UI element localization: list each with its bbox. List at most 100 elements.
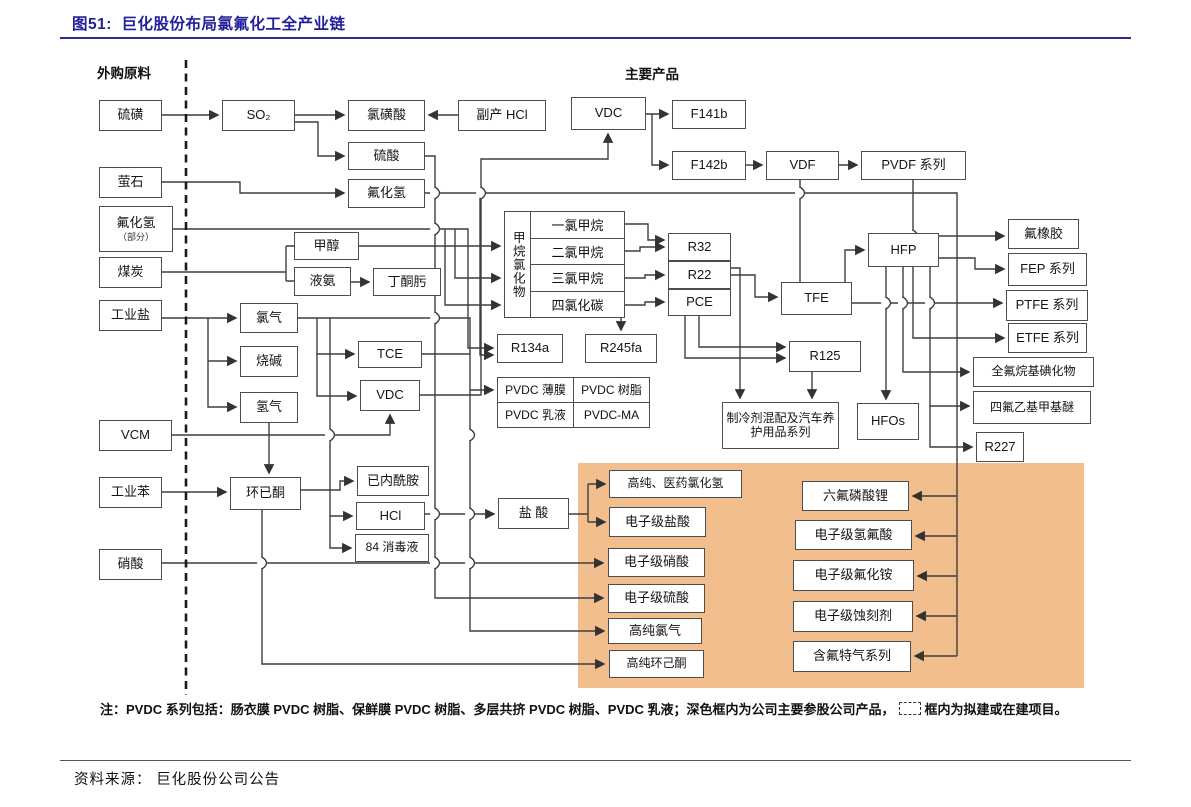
node-eg-etchant: 电子级蚀刻剂: [793, 601, 913, 632]
node-ptfe: PTFE 系列: [1006, 290, 1088, 321]
methane-chlorides-group: 甲烷氯化物 一氯甲烷 二氯甲烷 三氯甲烷 四氯化碳: [504, 211, 625, 318]
edge: [844, 244, 866, 282]
hop-mask: [476, 188, 486, 198]
source-divider: [60, 760, 1131, 761]
node-byproduct-hcl: 副产 HCl: [458, 100, 546, 131]
node-cyclohexanone: 环已酮: [230, 477, 301, 510]
node-hfp: HFP: [868, 233, 939, 267]
node-r32: R32: [668, 233, 731, 261]
node-r227: R227: [976, 432, 1024, 462]
edge: [625, 223, 666, 246]
edge: [454, 229, 502, 284]
edge: [425, 155, 605, 604]
node-tce: TCE: [358, 341, 422, 368]
hop-arc: [799, 186, 806, 200]
hop-mask: [925, 298, 935, 308]
edge: [698, 316, 787, 353]
node-mc1: 一氯甲烷: [531, 212, 624, 239]
node-hydrochloric: 盐 酸: [498, 498, 569, 529]
edge: [316, 354, 358, 402]
node-hf-part-main: 氟化氢: [116, 215, 156, 231]
hop-mask: [257, 558, 267, 568]
node-pvdc-film: PVDC 薄膜: [498, 378, 574, 403]
hop-arc: [469, 507, 476, 521]
hop-mask: [898, 298, 908, 308]
node-r245fa: R245fa: [585, 334, 657, 363]
node-mc3: 三氯甲烷: [531, 265, 624, 292]
hop-arc: [480, 186, 487, 200]
figure-title: 图51: 巨化股份布局氯氟化工全产业链: [72, 12, 346, 34]
edge: [625, 269, 666, 281]
node-chlorosulfonic: 氯磺酸: [348, 100, 425, 131]
edge: [929, 406, 974, 453]
node-etfe: ETFE 系列: [1008, 323, 1087, 353]
edge: [420, 132, 614, 396]
hop-mask: [430, 558, 440, 568]
node-hp-hcl-gas: 高纯、医药氯化氢: [609, 470, 742, 498]
node-mc2: 二氯甲烷: [531, 239, 624, 265]
header-main-products: 主要产品: [625, 67, 679, 82]
hop-mask: [430, 188, 440, 198]
node-hf-part-sub: （部分）: [117, 231, 154, 242]
edge: [939, 257, 1006, 275]
figure-label: 图51:: [72, 16, 112, 33]
node-vdc-mid: VDC: [360, 380, 420, 411]
source-line: 资料来源： 巨化股份公司公告: [74, 768, 280, 789]
hop-mask: [430, 313, 440, 323]
edge: [295, 121, 346, 162]
node-vdf: VDF: [766, 151, 839, 180]
node-f142b: F142b: [672, 151, 746, 180]
edge: [329, 318, 354, 522]
hop-arc: [885, 296, 892, 310]
node-r134a: R134a: [497, 334, 563, 363]
edge: [329, 516, 353, 554]
node-fkm: 氟橡胶: [1008, 219, 1079, 249]
node-eg-hcl: 电子级盐酸: [609, 507, 706, 537]
title-underline: [60, 37, 1131, 39]
hop-mask: [881, 298, 891, 308]
edge: [651, 114, 670, 171]
hop-arc: [929, 296, 936, 310]
edge: [425, 192, 958, 656]
node-benzene: 工业苯: [99, 477, 162, 508]
hop-mask: [430, 509, 440, 519]
edge: [172, 413, 396, 436]
edge: [298, 317, 606, 637]
hop-arc: [434, 556, 441, 570]
hop-arc: [329, 428, 336, 442]
methane-chlorides-label: 甲烷氯化物: [505, 212, 531, 317]
node-so2: SO₂: [222, 100, 295, 131]
node-fep: FEP 系列: [1008, 253, 1087, 286]
hop-arc: [902, 296, 909, 310]
edge: [162, 245, 294, 282]
node-disinfectant: 84 消毒液: [355, 534, 429, 562]
node-pce: PCE: [668, 289, 731, 316]
node-liquid-ammonia: 液氨: [294, 267, 351, 296]
edge: [731, 274, 779, 303]
node-hp-chlorine: 高纯氯气: [608, 618, 702, 644]
hop-arc: [469, 428, 476, 442]
edge: [207, 361, 238, 413]
node-eg-nitric: 电子级硝酸: [608, 548, 705, 577]
node-vcm: VCM: [99, 420, 172, 451]
hop-mask: [465, 509, 475, 519]
node-hydrogen: 氢气: [240, 392, 298, 423]
hop-arc: [469, 556, 476, 570]
header-raw-materials: 外购原料: [97, 66, 151, 81]
node-hf-part: 氟化氢 （部分）: [99, 206, 173, 252]
node-hfos: HFOs: [857, 403, 919, 440]
edge: [261, 510, 606, 670]
pvdc-group: PVDC 薄膜 PVDC 树脂 PVDC 乳液 PVDC-MA: [497, 377, 650, 428]
hop-arc: [434, 222, 441, 236]
hop-arc: [434, 507, 441, 521]
figure-title-text: 巨化股份布局氯氟化工全产业链: [121, 16, 346, 33]
node-fluorite: 萤石: [99, 167, 162, 198]
node-hcl: HCl: [356, 502, 425, 530]
hop-mask: [795, 188, 805, 198]
edge: [625, 296, 666, 308]
edge: [316, 318, 356, 360]
hop-mask: [430, 224, 440, 234]
edge: [625, 241, 666, 253]
node-hp-cyclohexanone: 高纯环己酮: [609, 650, 704, 678]
